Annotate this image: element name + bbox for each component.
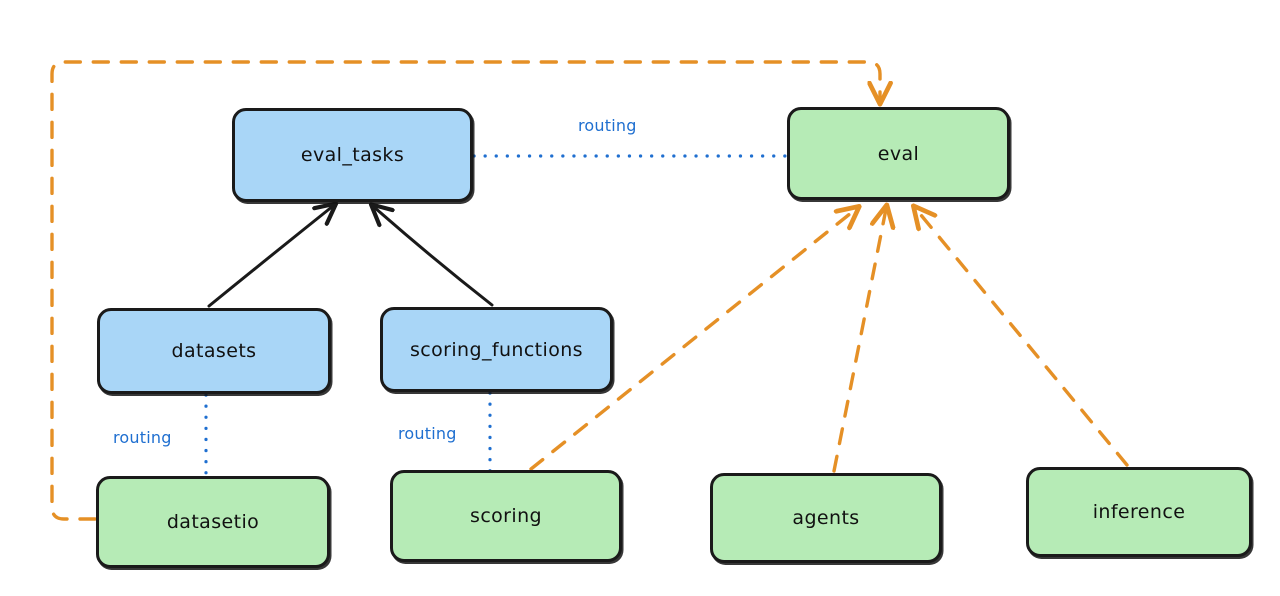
node-datasetio[interactable]: datasetio (96, 476, 330, 568)
node-label-inference: inference (1092, 501, 1186, 523)
edge-datasetio-to-eval (50, 60, 880, 521)
edge-label-routing-datasets: routing (113, 428, 172, 447)
node-scoring[interactable]: scoring (390, 470, 622, 562)
node-label-scoring: scoring (470, 505, 542, 527)
node-scoring-functions[interactable]: scoring_functions (380, 307, 613, 392)
edge-scoring-functions-to-eval-tasks (374, 207, 494, 307)
edge-agents-to-eval (832, 209, 886, 473)
node-label-eval-tasks: eval_tasks (300, 144, 405, 166)
node-label-eval: eval (877, 142, 920, 165)
node-label-agents: agents (792, 507, 860, 529)
node-datasets[interactable]: datasets (97, 308, 331, 394)
node-label-datasets: datasets (171, 340, 257, 362)
node-inference[interactable]: inference (1026, 467, 1252, 557)
node-agents[interactable]: agents (710, 473, 942, 563)
node-label-datasetio: datasetio (166, 511, 260, 533)
node-eval-tasks[interactable]: eval_tasks (232, 108, 473, 202)
edge-datasets-to-eval-tasks (207, 206, 333, 308)
edge-label-routing-scoring-functions: routing (398, 424, 457, 443)
edge-scoring-to-eval (529, 209, 856, 471)
node-label-scoring-functions: scoring_functions (410, 338, 583, 361)
edge-inference-to-eval (916, 209, 1129, 467)
edge-label-routing-eval-tasks: routing (578, 116, 637, 135)
node-eval[interactable]: eval (787, 107, 1010, 200)
